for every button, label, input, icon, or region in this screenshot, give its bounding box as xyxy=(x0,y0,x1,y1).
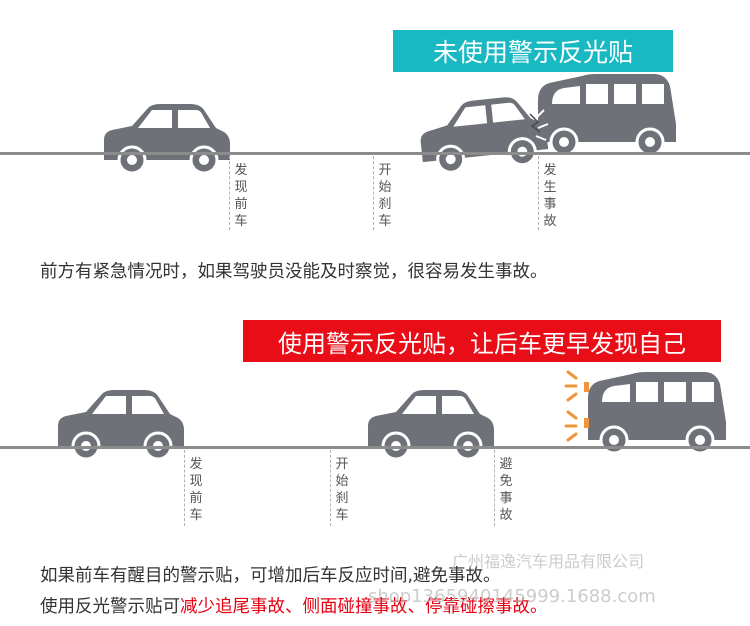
road-line-1 xyxy=(0,152,750,155)
marker-line xyxy=(373,156,374,230)
watermark-shop: shop1365940145999.1688.com xyxy=(368,586,656,607)
marker-line xyxy=(229,156,230,230)
marker-label-notice: 发现前车 xyxy=(234,163,248,229)
caption-section2-line1: 如果前车有醒目的警示贴，可增加后车反应时间,避免事故。 xyxy=(40,566,501,586)
car-icon-front-1 xyxy=(102,102,232,175)
caption-prefix: 使用反光警示贴可 xyxy=(40,597,180,617)
caption-section1: 前方有紧急情况时，如果驾驶员没能及时察觉，很容易发生事故。 xyxy=(40,262,548,282)
marker-label-brake: 开始刹车 xyxy=(378,163,392,229)
marker-line xyxy=(494,450,495,526)
car-icon-rear xyxy=(56,388,186,461)
collision-car-van-icon xyxy=(415,72,678,177)
caption-section2-line2: 使用反光警示贴可减少追尾事故、侧面碰撞事故、停靠碰擦事故。 xyxy=(40,593,548,618)
marker-line xyxy=(538,156,539,230)
marker-line xyxy=(330,450,331,526)
reflector-glow-icon xyxy=(564,370,578,442)
watermark-company: 广州福逸汽车用品有限公司 xyxy=(452,552,645,571)
marker-label-notice: 发现前车 xyxy=(189,457,203,523)
banner-with-reflector: 使用警示反光贴，让后车更早发现自己 xyxy=(243,320,721,362)
road-line-2 xyxy=(0,446,750,449)
marker-label-accident: 发生事故 xyxy=(543,163,557,229)
marker-label-avoid: 避免事故 xyxy=(499,457,513,523)
marker-line xyxy=(184,450,185,526)
banner-no-reflector: 未使用警示反光贴 xyxy=(393,30,673,72)
caption-highlight: 减少追尾事故、侧面碰撞事故、停靠碰擦事故。 xyxy=(180,597,548,617)
car-icon-braking xyxy=(366,388,496,461)
van-icon-with-reflector xyxy=(564,370,728,455)
marker-label-brake: 开始刹车 xyxy=(335,457,349,523)
